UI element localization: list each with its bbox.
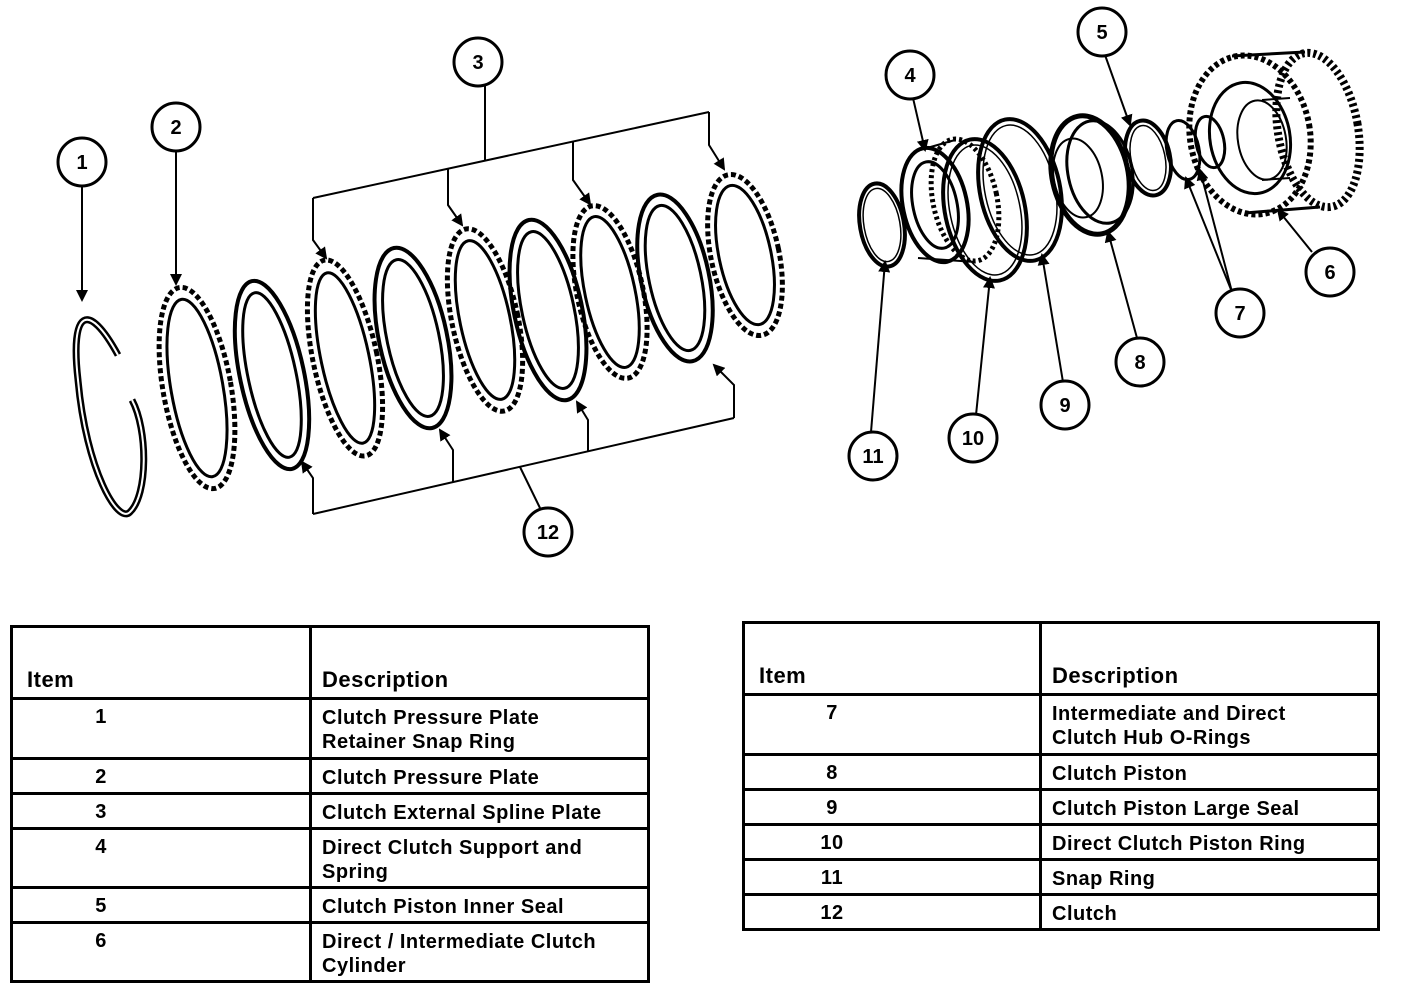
- callout-label: 10: [962, 428, 984, 450]
- parts-table-left: Item Description 1 Clutch Pressure Plate…: [10, 625, 650, 983]
- friction-plate-part: [507, 217, 589, 403]
- item-number: 7: [742, 693, 1042, 756]
- callout-circle: [1214, 287, 1266, 339]
- callout-1: 1: [56, 136, 108, 188]
- item-description: Clutch Piston: [1039, 753, 1380, 791]
- callout-2: 2: [150, 101, 202, 153]
- item-description: Clutch Piston Large Seal: [1039, 788, 1380, 826]
- item-number: 5: [10, 886, 312, 924]
- item-description: Clutch Pressure Plate Retainer Snap Ring: [309, 697, 650, 760]
- table-row: 9 Clutch Piston Large Seal: [742, 788, 1380, 826]
- callout-label: 6: [1324, 262, 1335, 284]
- bracket-item-3: [312, 85, 726, 260]
- table-row: 11 Snap Ring: [742, 858, 1380, 896]
- callout-label: 11: [862, 446, 883, 468]
- callout-circle: [1114, 336, 1166, 388]
- column-header-item: Item: [742, 621, 1042, 696]
- table-row: 2 Clutch Pressure Plate: [10, 757, 650, 795]
- leader-lines-right: [870, 54, 1313, 433]
- callout-label: 12: [537, 522, 559, 544]
- item-description: Clutch: [1039, 893, 1380, 931]
- table-row: 4 Direct Clutch Support and Spring: [10, 827, 650, 889]
- callout-11: 11: [847, 430, 899, 482]
- item-description: Clutch Piston Inner Seal: [309, 886, 650, 924]
- callout-5: 5: [1076, 6, 1128, 58]
- item-number: 11: [742, 858, 1042, 896]
- item-number: 8: [742, 753, 1042, 791]
- callout-circle: [150, 101, 202, 153]
- callout-label: 2: [170, 117, 181, 139]
- clutch-cylinder-6-part: [1186, 48, 1364, 218]
- item-number: 6: [10, 921, 312, 983]
- friction-plate-part: [232, 278, 312, 472]
- callout-label: 5: [1096, 22, 1107, 44]
- item-description: Snap Ring: [1039, 858, 1380, 896]
- callout-label: 1: [76, 152, 87, 174]
- item-number: 10: [742, 823, 1042, 861]
- table-row: 12 Clutch: [742, 893, 1380, 931]
- callout-3: 3: [452, 36, 504, 88]
- callout-circle: [1039, 379, 1091, 431]
- callout-circle: [1304, 246, 1356, 298]
- callout-label: 4: [904, 65, 916, 87]
- item-number: 9: [742, 788, 1042, 826]
- external-spline-plate-part: [444, 226, 526, 414]
- callout-9: 9: [1039, 379, 1091, 431]
- item-description: Direct Clutch Piston Ring: [1039, 823, 1380, 861]
- item-number: 1: [10, 697, 312, 760]
- callout-circle: [522, 506, 574, 558]
- callout-circle: [847, 430, 899, 482]
- callout-circle: [56, 136, 108, 188]
- callout-label: 7: [1234, 303, 1245, 325]
- callout-circle: [452, 36, 504, 88]
- item-number: 2: [10, 757, 312, 795]
- friction-plate-part: [372, 245, 454, 431]
- pressure-plate-part: [156, 284, 238, 492]
- snap-ring-part: [72, 316, 148, 518]
- callout-circle: [947, 412, 999, 464]
- column-header-description: Description: [309, 625, 650, 700]
- table-row: 7 Intermediate and Direct Clutch Hub O-R…: [742, 693, 1380, 756]
- callout-12: 12: [522, 506, 574, 558]
- table-row: 6 Direct / Intermediate Clutch Cylinder: [10, 921, 650, 983]
- table-row: 10 Direct Clutch Piston Ring: [742, 823, 1380, 861]
- callout-10: 10: [947, 412, 999, 464]
- bracket-item-12: [300, 363, 735, 515]
- item-description: Intermediate and Direct Clutch Hub O-Rin…: [1039, 693, 1380, 756]
- column-header-description: Description: [1039, 621, 1380, 696]
- item-description: Direct Clutch Support and Spring: [309, 827, 650, 889]
- piston-ring-10-part: [941, 137, 1029, 283]
- callout-label: 3: [472, 52, 483, 74]
- column-header-item: Item: [10, 625, 312, 700]
- callout-7: 7: [1214, 287, 1266, 339]
- parts-table-right: Item Description 7 Intermediate and Dire…: [742, 621, 1380, 931]
- external-spline-plate-part: [304, 257, 386, 459]
- callout-circle: [884, 49, 936, 101]
- item-number: 12: [742, 893, 1042, 931]
- callout-6: 6: [1304, 246, 1356, 298]
- callout-8: 8: [1114, 336, 1166, 388]
- table-row: 5 Clutch Piston Inner Seal: [10, 886, 650, 924]
- inner-seal-5-part: [1123, 118, 1173, 198]
- callout-4: 4: [884, 49, 936, 101]
- item-number: 4: [10, 827, 312, 889]
- friction-plate-part: [635, 192, 715, 364]
- external-spline-plate-part: [705, 171, 785, 339]
- callout-label: 8: [1134, 352, 1145, 374]
- callout-circle: [1076, 6, 1128, 58]
- item-number: 3: [10, 792, 312, 830]
- leader-lines-left: [76, 150, 182, 302]
- item-description: Clutch External Spline Plate: [309, 792, 650, 830]
- item-description: Clutch Pressure Plate: [309, 757, 650, 795]
- table-row: 8 Clutch Piston: [742, 753, 1380, 791]
- table-row: 1 Clutch Pressure Plate Retainer Snap Ri…: [10, 697, 650, 760]
- callout-label: 9: [1059, 395, 1070, 417]
- item-description: Direct / Intermediate Clutch Cylinder: [309, 921, 650, 983]
- table-row: 3 Clutch External Spline Plate: [10, 792, 650, 830]
